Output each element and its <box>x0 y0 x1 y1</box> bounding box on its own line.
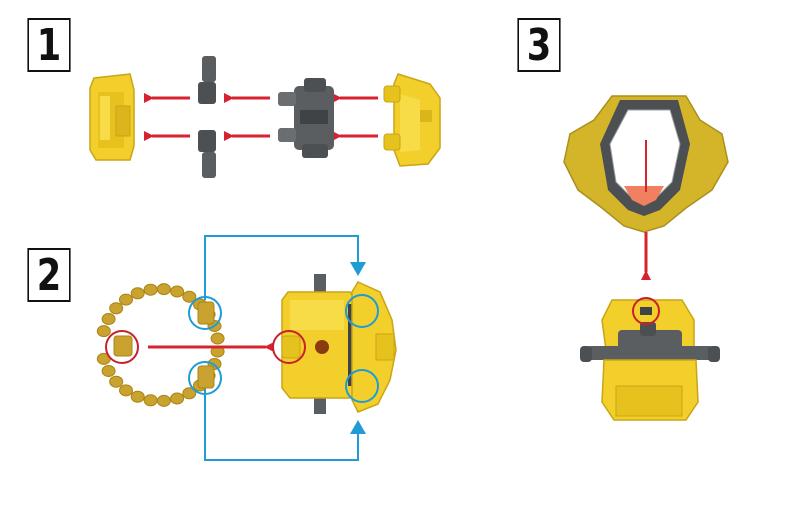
chain-bead <box>96 325 111 338</box>
head-helmet-part <box>563 95 729 233</box>
gray-peg-bottom <box>198 130 216 178</box>
red-circle-head-socket <box>632 297 660 325</box>
body-receiver-part <box>580 299 720 421</box>
chain-bead <box>143 394 158 407</box>
step-2-group <box>96 235 397 461</box>
chain-bead <box>156 283 171 296</box>
chain-bead <box>182 290 197 303</box>
blue-circle-chain-top <box>188 296 222 330</box>
blue-arrowhead-bottom <box>350 420 366 434</box>
right-yellow-cover-part <box>383 73 441 167</box>
step-3-group <box>563 95 729 421</box>
step-3-label: 3 <box>517 18 561 72</box>
chain-bead <box>143 283 158 296</box>
chain-bead <box>101 313 116 325</box>
chain-end-bottom <box>197 365 215 389</box>
left-yellow-shell-part <box>89 73 135 161</box>
chain-bead <box>119 293 133 306</box>
chain-bead <box>119 384 133 397</box>
blue-circle-chain-bottom <box>188 361 222 395</box>
chain-end-top <box>197 301 215 325</box>
chain-middle-peg <box>113 335 133 357</box>
chain-bead <box>170 285 185 298</box>
chain-bead <box>156 394 171 407</box>
blue-circle-torso-bottom <box>345 369 379 403</box>
gray-peg-top <box>198 56 216 104</box>
chain-bead <box>210 332 225 345</box>
chain-bead <box>109 375 124 388</box>
blue-arrowhead-top <box>350 262 366 276</box>
chain-bead <box>130 390 145 403</box>
chain-bead <box>109 302 124 315</box>
blue-circle-torso-top <box>345 294 379 328</box>
torso-yellow-part <box>281 274 397 414</box>
step-1-group <box>89 56 441 178</box>
step-2-label: 2 <box>27 248 71 302</box>
red-circle-torso <box>272 330 306 364</box>
step2-blue-guides <box>204 235 359 461</box>
red-circle-chain-middle <box>105 330 139 364</box>
chain-bead <box>170 392 185 405</box>
chain-bead <box>130 287 145 300</box>
torso-socket <box>281 335 301 359</box>
gray-joint-frame <box>278 78 334 158</box>
step1-red-arrows <box>144 93 378 141</box>
step-1-label: 1 <box>27 18 71 72</box>
chain-bead <box>101 365 116 377</box>
chain-bead <box>182 387 197 400</box>
